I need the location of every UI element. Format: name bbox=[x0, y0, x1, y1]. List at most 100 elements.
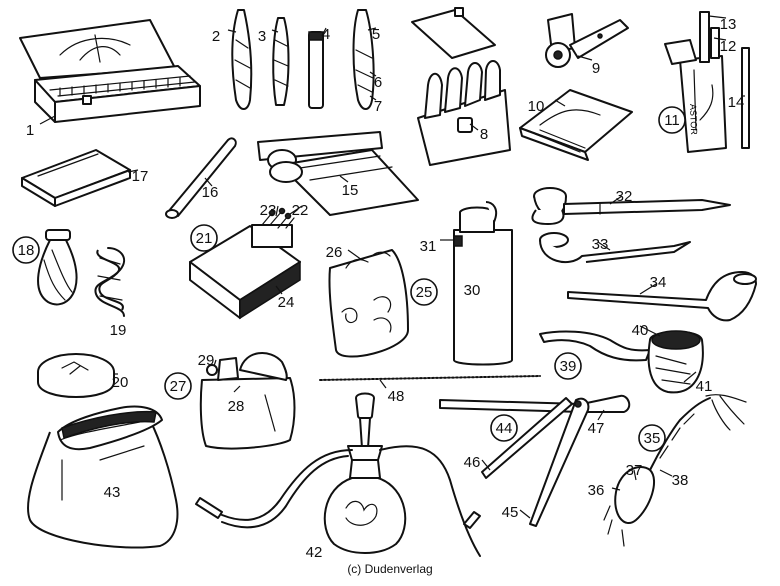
callout-26: 26 bbox=[326, 244, 343, 261]
snuff-tin-drawing bbox=[37, 353, 115, 398]
callout-circle-25 bbox=[410, 278, 438, 306]
callout-text-46: 46 bbox=[464, 454, 481, 471]
callout-41: 41 bbox=[696, 378, 713, 395]
chewing-tobacco-roll-drawing bbox=[94, 247, 126, 317]
petrol-lighter-drawing bbox=[199, 351, 296, 450]
callout-39: 39 bbox=[554, 352, 582, 380]
callout-circle-18 bbox=[12, 236, 40, 264]
rolling-machine-drawing bbox=[257, 131, 419, 216]
callout-text-39: 39 bbox=[560, 358, 577, 375]
callout-35: 35 bbox=[638, 424, 666, 452]
callout-text-29: 29 bbox=[198, 352, 215, 369]
cigarette-paper-drawing bbox=[21, 149, 131, 207]
callout-text-37: 37 bbox=[626, 462, 643, 479]
callout-text-38: 38 bbox=[672, 472, 689, 489]
callout-text-23: 23 bbox=[260, 202, 277, 219]
callout-30: 30 bbox=[464, 282, 481, 299]
callout-text-28: 28 bbox=[228, 398, 245, 415]
callout-7: 7 bbox=[374, 98, 382, 115]
callout-text-1: 1 bbox=[26, 122, 34, 139]
callout-text-24: 24 bbox=[278, 294, 295, 311]
cigar-case-drawing bbox=[411, 7, 511, 166]
callout-1: 1 bbox=[26, 122, 34, 139]
callout-text-4: 4 bbox=[322, 26, 330, 43]
callout-text-6: 6 bbox=[374, 74, 382, 91]
callout-18: 18 bbox=[12, 236, 40, 264]
callout-circle-27 bbox=[164, 372, 192, 400]
callout-11: 11 bbox=[658, 106, 686, 134]
callout-text-3: 3 bbox=[258, 28, 266, 45]
hookah-drawing bbox=[195, 392, 481, 557]
callout-text-41: 41 bbox=[696, 378, 713, 395]
matchbox-drawing bbox=[189, 207, 301, 320]
callout-34: 34 bbox=[650, 274, 667, 291]
callout-text-27: 27 bbox=[170, 378, 187, 395]
callout-text-26: 26 bbox=[326, 244, 343, 261]
callout-text-35: 35 bbox=[644, 430, 661, 447]
pipe-32-drawing bbox=[531, 187, 731, 225]
callout-46: 46 bbox=[464, 454, 481, 471]
pipe-34-drawing bbox=[567, 271, 757, 322]
callout-44: 44 bbox=[490, 414, 518, 442]
cigar-box-drawing bbox=[19, 19, 201, 123]
callout-text-25: 25 bbox=[416, 284, 433, 301]
callout-text-15: 15 bbox=[342, 182, 359, 199]
callout-circle-39 bbox=[554, 352, 582, 380]
callout-23: 23 bbox=[260, 202, 277, 219]
callout-12: 12 bbox=[720, 38, 737, 55]
callout-text-33: 33 bbox=[592, 236, 609, 253]
callout-text-40: 40 bbox=[632, 322, 649, 339]
callout-text-5: 5 bbox=[372, 26, 380, 43]
callout-text-18: 18 bbox=[18, 242, 35, 259]
callout-8: 8 bbox=[480, 126, 488, 143]
callout-2: 2 bbox=[212, 28, 220, 45]
tobacco-bag-drawing bbox=[27, 405, 179, 549]
callout-40: 40 bbox=[632, 322, 649, 339]
callout-text-10: 10 bbox=[528, 98, 545, 115]
callout-text-13: 13 bbox=[720, 16, 737, 33]
cigar-cutter-drawing bbox=[545, 13, 629, 68]
pipe-cleaner-drawing bbox=[319, 375, 541, 381]
callout-3: 3 bbox=[258, 28, 266, 45]
callout-33: 33 bbox=[592, 236, 609, 253]
pipe-tool-drawing bbox=[439, 394, 631, 527]
callout-17: 17 bbox=[132, 168, 149, 185]
callout-text-2: 2 bbox=[212, 28, 220, 45]
callout-27: 27 bbox=[164, 372, 192, 400]
callout-45: 45 bbox=[502, 504, 519, 521]
callout-4: 4 bbox=[322, 26, 330, 43]
credit-text: (c) Dudenverlag bbox=[347, 562, 433, 576]
callout-text-44: 44 bbox=[496, 420, 513, 437]
callout-text-32: 32 bbox=[616, 188, 633, 205]
callout-47: 47 bbox=[588, 420, 605, 437]
cigarette-pack-drawing: ASTOR bbox=[664, 11, 750, 153]
callout-text-45: 45 bbox=[502, 504, 519, 521]
callout-text-9: 9 bbox=[592, 60, 600, 77]
callout-text-14: 14 bbox=[728, 94, 745, 111]
callout-42: 42 bbox=[306, 544, 323, 561]
callout-38: 38 bbox=[672, 472, 689, 489]
callout-text-17: 17 bbox=[132, 168, 149, 185]
callout-14: 14 bbox=[728, 94, 745, 111]
callout-20: 20 bbox=[112, 374, 129, 391]
leader-lines bbox=[39, 15, 745, 519]
callout-text-34: 34 bbox=[650, 274, 667, 291]
callout-text-36: 36 bbox=[588, 482, 605, 499]
tobacco-pouch-drawing bbox=[328, 249, 409, 358]
callout-text-8: 8 bbox=[480, 126, 488, 143]
pipe-35-drawing bbox=[603, 394, 747, 547]
callout-5: 5 bbox=[372, 26, 380, 43]
callout-text-12: 12 bbox=[720, 38, 737, 55]
callout-text-31: 31 bbox=[420, 238, 437, 255]
pack-brand-text: ASTOR bbox=[688, 104, 699, 136]
callout-19: 19 bbox=[110, 322, 127, 339]
callout-9: 9 bbox=[592, 60, 600, 77]
cigarette-holder-drawing bbox=[165, 137, 237, 219]
callout-text-11: 11 bbox=[664, 112, 680, 129]
callout-circle-44 bbox=[490, 414, 518, 442]
tobacco-twist-drawing bbox=[37, 229, 78, 306]
callout-22: 22 bbox=[292, 202, 309, 219]
callout-31: 31 bbox=[420, 238, 437, 255]
callout-text-19: 19 bbox=[110, 322, 127, 339]
